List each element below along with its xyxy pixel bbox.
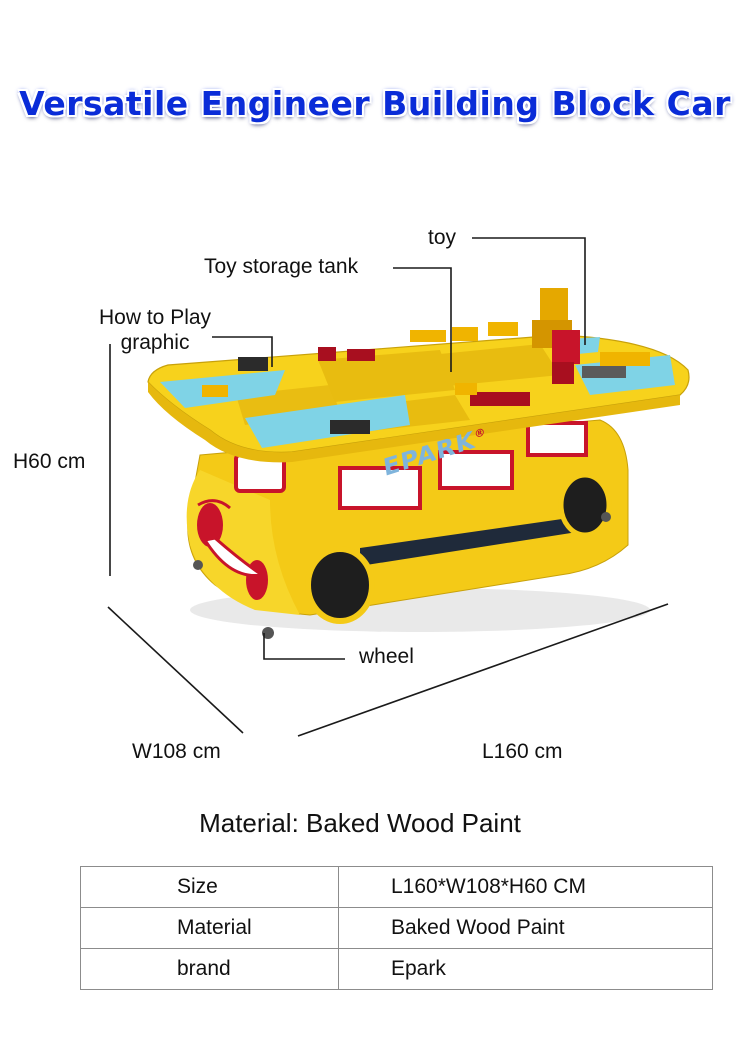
spec-key-material: Material [80,907,339,949]
spec-value-brand: Epark [338,948,713,990]
dimension-lines [107,344,669,737]
callout-toy: toy [428,226,457,249]
toys [202,288,650,434]
dimension-length: L160 cm [482,740,563,763]
car-face [197,499,268,600]
table-row: Material Baked Wood Paint [80,907,713,949]
callout-how-to-play-line1: How to Play [99,306,212,329]
callout-how-to-play: How to Play graphic [99,305,211,355]
spec-value-size: L160*W108*H60 CM [338,866,713,908]
spec-value-material: Baked Wood Paint [338,907,713,949]
callout-how-to-play-line2: graphic [120,331,190,354]
page-title: Versatile Engineer Building Block Car [19,84,731,123]
table-row: brand Epark [80,948,713,990]
spec-key-brand: brand [80,948,339,990]
wheels [193,472,612,639]
product-illustration [107,237,690,737]
dimension-width: W108 cm [132,740,221,763]
material-heading: Material: Baked Wood Paint [199,808,521,838]
spec-key-size: Size [80,866,339,908]
dimension-height: H60 cm [13,450,86,473]
table-row: Size L160*W108*H60 CM [80,866,713,908]
callout-wheel: wheel [359,645,414,668]
car-windows [234,421,588,510]
callout-storage-tank: Toy storage tank [204,255,359,278]
specs-table: Size L160*W108*H60 CM Material Baked Woo… [80,866,713,990]
callout-lines [212,237,586,660]
